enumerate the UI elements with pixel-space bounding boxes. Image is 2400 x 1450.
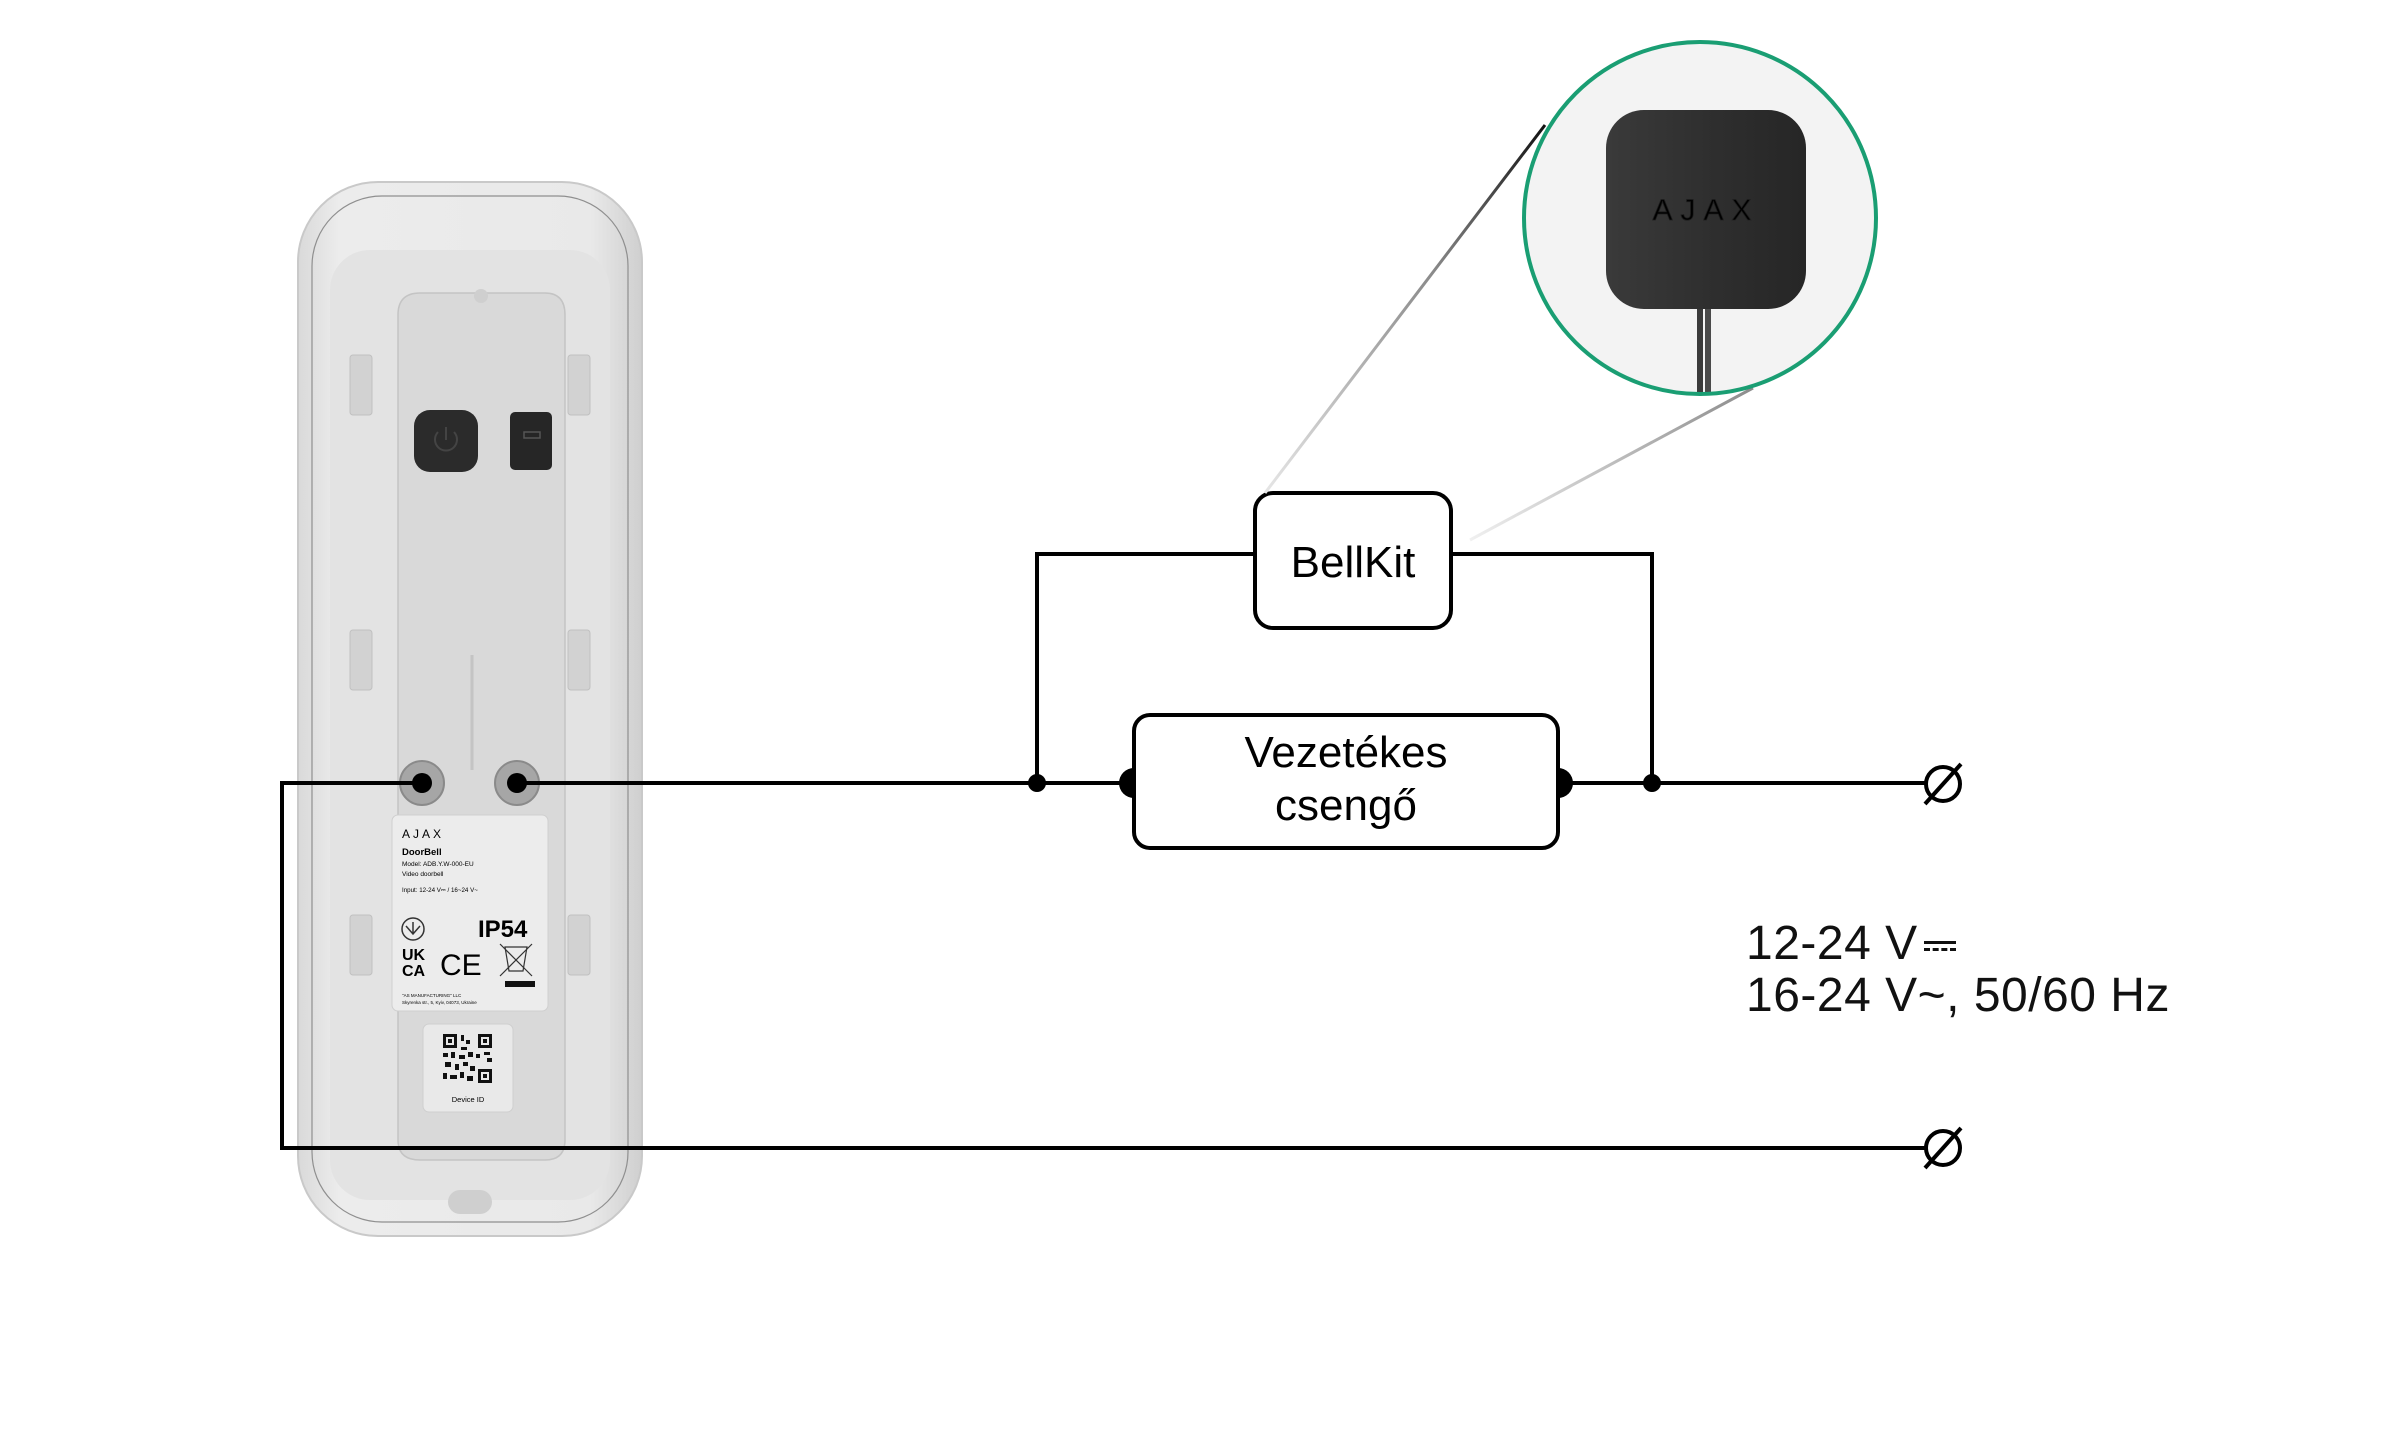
power-supply-dc: 12-24 V <box>1746 918 2170 970</box>
wire-bellkit-right-branch <box>1451 552 1654 783</box>
weee-bin-icon <box>499 943 533 977</box>
qr-caption: Device ID <box>452 1095 485 1104</box>
doorbell-device: AJAX DoorBell Model: ADB.Y.W-000-EU Vide… <box>297 181 643 1237</box>
connector-port-slot <box>523 431 541 439</box>
qr-code-icon <box>443 1034 492 1083</box>
wired-chime-label-line2: csengő <box>1275 781 1417 830</box>
power-supply-ac: 16-24 V~, 50/60 Hz <box>1746 969 2170 1022</box>
label-product: DoorBell <box>402 847 442 858</box>
junction-dot-left <box>1028 774 1046 792</box>
callout-leader-left <box>1263 124 1547 494</box>
bellkit-device-body <box>1606 110 1806 309</box>
mounting-clips <box>349 354 591 976</box>
label-ip-rating: IP54 <box>478 916 528 943</box>
terminal-top <box>1923 762 1963 806</box>
label-model: Model: ADB.Y.W-000-EU <box>402 861 474 868</box>
power-button <box>414 410 478 472</box>
wired-chime-node: Vezetékes csengő <box>1132 713 1560 850</box>
label-address: Skyrenka str., 5, Kyiv, 04073, Ukraine <box>402 1000 477 1005</box>
label-manufacturer: "AS MANUFACTURING" LLC <box>402 993 462 998</box>
label-ukca-top: UK <box>402 947 426 964</box>
wires <box>280 552 1926 1150</box>
product-label: AJAX DoorBell Model: ADB.Y.W-000-EU Vide… <box>391 814 549 1012</box>
bellkit-device-logo: AJAX <box>1652 194 1759 227</box>
bellkit-label: BellKit <box>1291 538 1416 587</box>
bellkit-cable-right <box>1705 300 1711 394</box>
label-brand: AJAX <box>402 827 444 841</box>
bottom-notch <box>448 1190 492 1214</box>
terminal-slashed-circle-icon <box>1923 1126 1963 1170</box>
connector-port <box>510 412 552 470</box>
label-input: Input: 12-24 V⎓ / 16~24 V~ <box>402 887 478 894</box>
label-ukca-bottom: CA <box>402 963 426 980</box>
callout-leader-right <box>1469 386 1754 542</box>
plate-notch <box>474 289 488 303</box>
terminal-bottom <box>1923 1126 1963 1170</box>
ukraine-conformity-icon <box>401 917 425 941</box>
dc-current-icon <box>1923 939 1956 953</box>
power-supply-label: 12-24 V 16-24 V~, 50/60 Hz <box>1746 918 2170 1022</box>
label-ce-mark: CE <box>440 949 482 982</box>
wire-left-terminal-to-bottom-supply <box>280 781 1926 1150</box>
wired-chime-label-line1: Vezetékes <box>1244 728 1447 777</box>
junction-dot-right <box>1643 774 1661 792</box>
chime-connector-right <box>1558 768 1573 798</box>
bellkit-callout: AJAX <box>1522 40 1878 396</box>
callout-ring <box>1522 40 1878 396</box>
bellkit-node: BellKit <box>1253 491 1453 630</box>
device-id-tag: Device ID <box>422 1023 514 1113</box>
power-icon <box>434 427 458 452</box>
bellkit-cable-left <box>1697 300 1703 394</box>
power-supply-dc-text: 12-24 V <box>1746 917 1918 970</box>
doorbell-shell-edge <box>311 195 629 1223</box>
label-type: Video doorbell <box>402 871 444 878</box>
weee-bar <box>505 981 535 987</box>
terminal-slashed-circle-icon <box>1923 762 1963 806</box>
chime-connector-left <box>1119 768 1134 798</box>
wire-bellkit-left-branch <box>1035 552 1255 783</box>
